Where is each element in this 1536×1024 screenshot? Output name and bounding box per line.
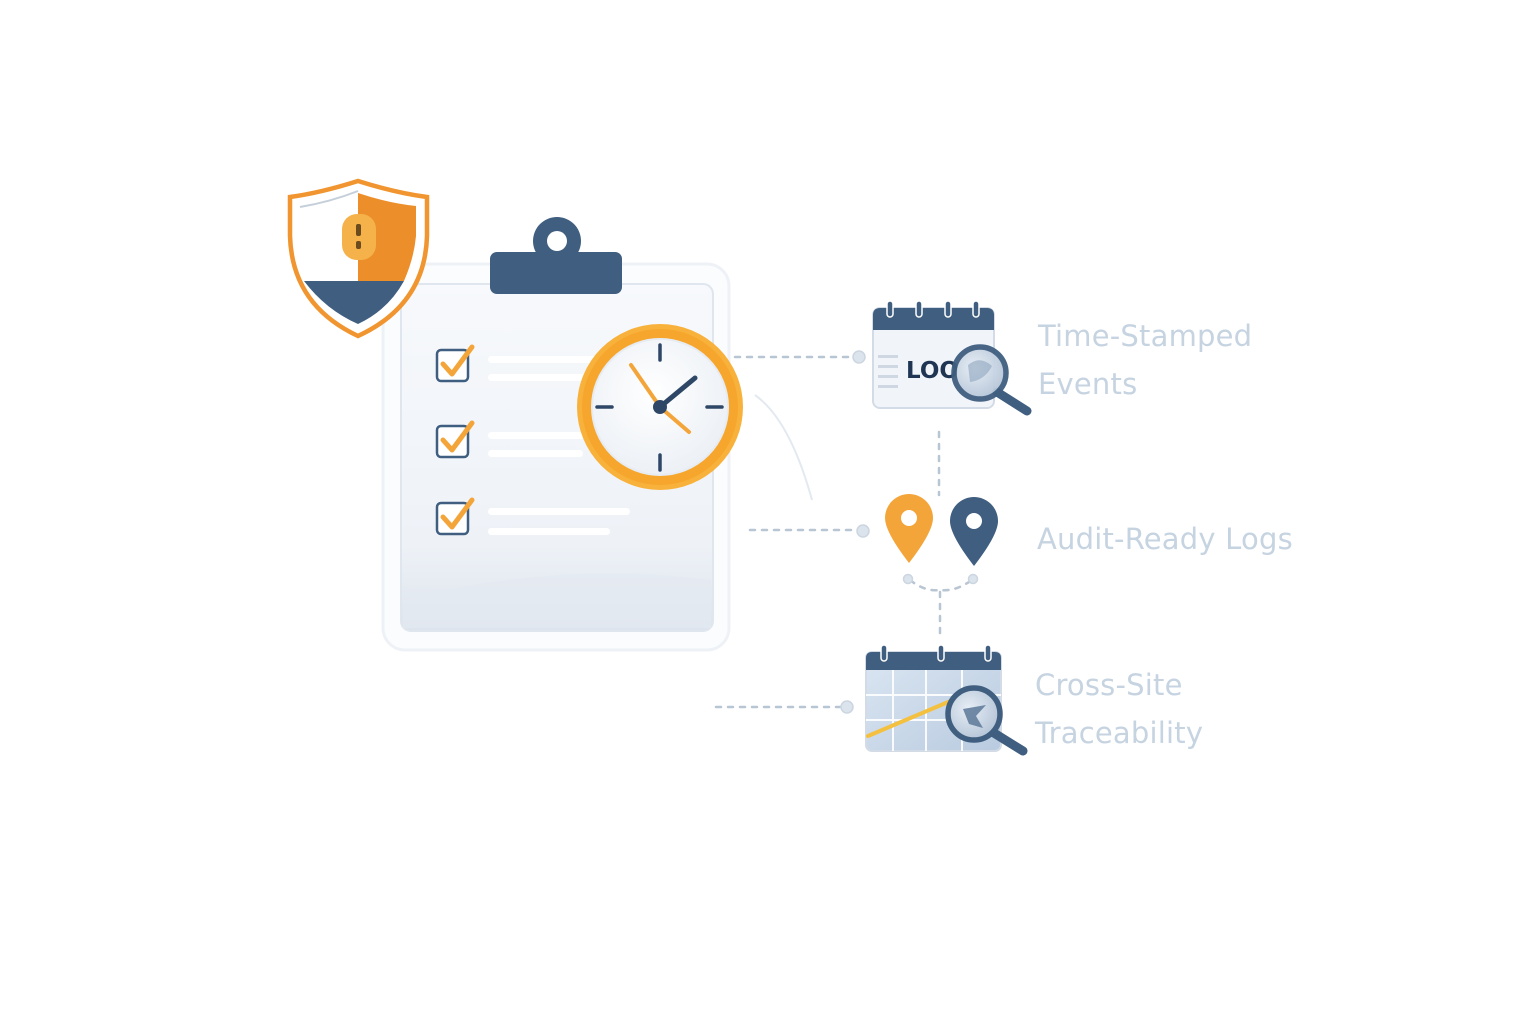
connector-lines [714, 355, 974, 709]
clock-icon [577, 324, 743, 490]
checklist-item [435, 344, 608, 383]
feature-label-line: Time-Stamped [1038, 319, 1253, 353]
feature-label-line: Cross-Site [1035, 668, 1183, 702]
feature-label-line: Audit-Ready Logs [1037, 522, 1293, 556]
feature-label-audit-ready-logs: Audit-Ready Logs [1037, 515, 1293, 563]
log-card-text: LOO [906, 358, 959, 384]
map-calendar-search-icon [865, 644, 1028, 756]
location-pins-icon [885, 494, 998, 566]
connector-dots [840, 350, 979, 714]
shield-icon [287, 178, 430, 339]
feature-label-line: Events [1038, 367, 1138, 401]
decorative-curve [754, 394, 813, 501]
feature-label-line: Traceability [1035, 716, 1204, 750]
feature-label-time-stamped-events: Time-Stamped Events [1038, 312, 1252, 408]
checklist-item [435, 420, 598, 459]
checklist-item [435, 497, 630, 536]
log-calendar-search-icon: LOO [872, 300, 1032, 416]
feature-label-cross-site-traceability: Cross-Site Traceability [1035, 661, 1203, 757]
